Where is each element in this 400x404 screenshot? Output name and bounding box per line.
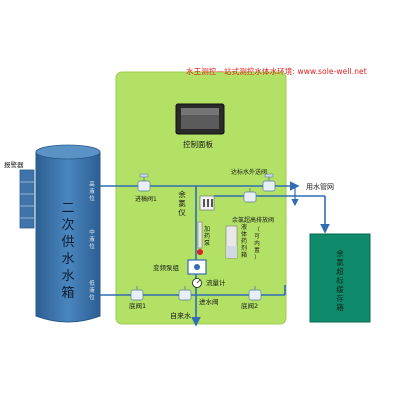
svg-text:液: 液 (89, 235, 95, 243)
tank-label: 二 次 供 水 水 箱 (61, 201, 74, 301)
tap-water-label: 自来水 (170, 311, 191, 320)
tank-label-char: 箱 (61, 285, 74, 301)
svg-text:超: 超 (336, 267, 344, 276)
svg-text:低: 低 (89, 279, 95, 287)
svg-text:加: 加 (204, 225, 210, 233)
svg-text:缓: 缓 (336, 284, 344, 294)
residual-chlorine-sensor-icon (199, 195, 215, 211)
alarm-icon (19, 169, 35, 229)
vfd-pump-label: 变频泵组 (153, 263, 180, 272)
svg-text:液: 液 (89, 286, 95, 294)
buffer-storage-tank (309, 233, 371, 323)
svg-text:箱: 箱 (336, 302, 344, 312)
tank-label-char: 水 (61, 269, 74, 284)
svg-text:剂: 剂 (241, 244, 247, 252)
vfd-pump-icon (187, 259, 207, 275)
svg-text:氯: 氯 (336, 257, 344, 267)
svg-text:药: 药 (204, 232, 210, 240)
liquid-tank-icon (225, 225, 238, 259)
flowmeter-label: 流量计 (206, 278, 226, 287)
storage-tank-label: 余 氯 超 标 缓 存 箱 (336, 248, 344, 312)
secondary-water-tank (35, 144, 101, 323)
svg-text:位: 位 (89, 242, 95, 250)
svg-text:液: 液 (89, 187, 95, 195)
svg-text:氯: 氯 (178, 198, 186, 208)
bottom-valve-2-label: 底阀2 (241, 301, 258, 310)
inlet-water-valve-icon (178, 286, 192, 301)
level-mid: 中 液 位 (89, 228, 95, 250)
svg-text:余: 余 (336, 248, 344, 258)
bottom-valve-1-label: 底阀1 (129, 301, 146, 310)
tank-label-char: 次 (61, 217, 74, 233)
liquid-tank-label: 液 体 药 剂 箱 (241, 223, 247, 259)
alarm-label: 报警器 (4, 160, 24, 169)
svg-text:液: 液 (241, 223, 247, 231)
header-banner: 水王测控—站式测控水体水环境: www.sole-well.net (186, 67, 367, 76)
tank-label-char: 供 (61, 235, 74, 250)
svg-text:可: 可 (254, 233, 260, 240)
level-high: 高 液 位 (89, 180, 95, 202)
svg-text:）: ） (254, 254, 260, 261)
standard-water-valve-icon (262, 173, 276, 192)
residual-chlorine-label: 余 氯 仪 (178, 189, 186, 217)
inlet-water-valve-label: 进水阀 (199, 297, 219, 306)
svg-text:标: 标 (336, 275, 344, 285)
excess-drain-valve-icon (243, 188, 257, 203)
svg-text:内: 内 (254, 239, 260, 247)
tank-label-char: 二 (61, 201, 74, 216)
svg-text:位: 位 (89, 293, 95, 301)
svg-text:（: （ (254, 226, 260, 233)
standard-water-valve-label: 达标水外送阀 (231, 168, 267, 176)
svg-text:箱: 箱 (241, 251, 247, 259)
svg-text:高: 高 (89, 180, 95, 188)
svg-text:位: 位 (89, 194, 95, 202)
water-pipe-network-label: 用水管网 (306, 182, 334, 191)
tank-label-char: 水 (61, 252, 74, 267)
svg-text:体: 体 (241, 230, 247, 238)
level-low: 低 液 位 (89, 279, 95, 301)
dosing-pump-icon (197, 221, 203, 255)
bottom-valve-1-icon (130, 286, 144, 301)
dosing-pump-label: 加 药 泵 (204, 225, 210, 247)
inlet-valve-1-label: 进稿阀1 (135, 195, 157, 203)
inlet-valve-1-icon (137, 173, 151, 192)
svg-text:存: 存 (336, 293, 344, 303)
svg-text:余: 余 (178, 189, 186, 199)
control-panel-label: 控制面板 (183, 139, 213, 149)
svg-text:药: 药 (241, 237, 247, 245)
svg-text:置: 置 (254, 247, 260, 254)
liquid-tank-optional-label: （ 可 内 置 ） (254, 226, 260, 261)
svg-text:泵: 泵 (204, 240, 210, 247)
flowmeter-icon (192, 278, 202, 288)
control-panel-display (175, 103, 225, 135)
excess-drain-valve-label: 余氯超高排放阀 (232, 216, 274, 224)
svg-text:中: 中 (89, 228, 95, 236)
svg-text:仪: 仪 (178, 208, 186, 217)
bottom-valve-2-icon (248, 286, 262, 301)
